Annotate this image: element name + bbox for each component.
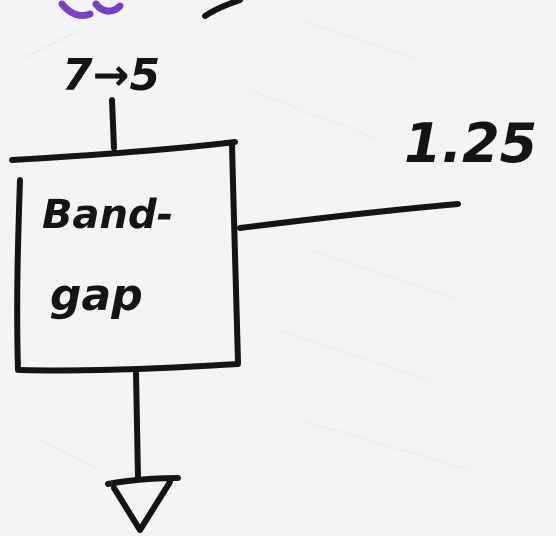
paper-texture bbox=[19, 19, 471, 471]
block-bottom-edge bbox=[17, 361, 241, 374]
output-label: 1.25 bbox=[404, 112, 537, 175]
purple-scribble bbox=[58, 0, 124, 20]
output-wire bbox=[237, 201, 461, 231]
input-label: 7→5 bbox=[62, 50, 160, 101]
block-label-line1: Band- bbox=[42, 192, 173, 238]
ground-wire bbox=[133, 369, 141, 481]
input-wire bbox=[109, 97, 117, 151]
block-top-edge bbox=[9, 139, 238, 163]
top-scribble bbox=[202, 0, 243, 19]
block-label-line2: gap bbox=[50, 270, 143, 321]
block-right-edge bbox=[229, 142, 241, 365]
block-left-edge bbox=[14, 177, 23, 373]
ground-symbol-icon bbox=[105, 475, 181, 533]
